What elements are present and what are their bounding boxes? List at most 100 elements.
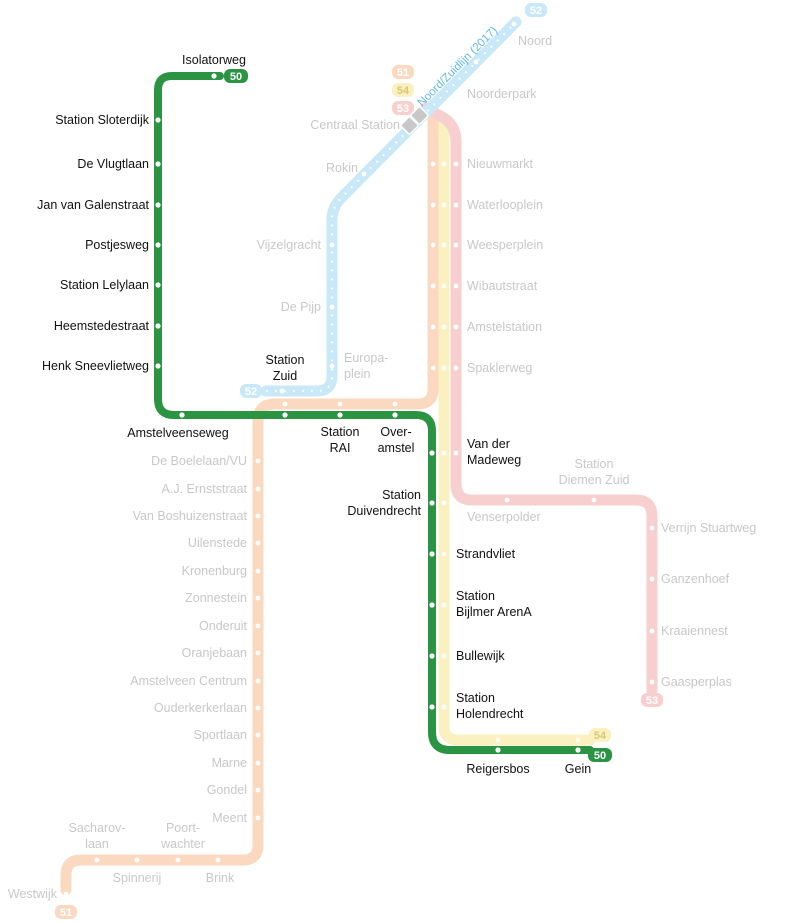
station-label-vandermadeweg-line2: Madeweg [467, 453, 521, 467]
line-53-badge-centraal: 53 [392, 101, 414, 115]
line-53-badge-label: 53 [397, 103, 409, 115]
station-dot [155, 323, 161, 329]
line-53-route [420, 102, 658, 696]
station-dot [441, 450, 447, 456]
station-dot [211, 73, 217, 79]
station-dot [155, 282, 161, 288]
line-50-badge-label: 50 [594, 750, 606, 762]
station-label-sacharovlaan-line2: laan [85, 837, 109, 851]
station-dot [495, 737, 501, 743]
station-label-rokin: Rokin [326, 161, 358, 175]
station-dot [649, 679, 655, 685]
station-dot [255, 623, 261, 629]
station-label-duivendrecht-line1: Station [382, 488, 421, 502]
station-dot [575, 737, 581, 743]
station-label-noord: Noord [518, 34, 552, 48]
station-label-gondel: Gondel [207, 783, 247, 797]
station-label-oranjebaan: Oranjebaan [182, 646, 247, 660]
station-dot [453, 202, 459, 208]
station-label-gein: Gein [565, 762, 591, 776]
station-dot [255, 540, 261, 546]
station-dot [453, 283, 459, 289]
station-label-vijzelgracht: Vijzelgracht [257, 238, 322, 252]
station-dot [255, 650, 261, 656]
station-dot [441, 551, 447, 557]
line-51-badge-label: 51 [60, 907, 72, 919]
station-label-europaplein-line1: Europa- [344, 351, 388, 365]
station-dot [649, 576, 655, 582]
station-dot [591, 497, 597, 503]
station-label-poortwachter-line2: wachter [160, 837, 205, 851]
station-dot [430, 283, 436, 289]
line-50-route [154, 72, 594, 754]
station-label-zuid-line2: Zuid [273, 369, 297, 383]
line-51-badge-label: 51 [397, 67, 409, 79]
station-dot [504, 497, 510, 503]
station-dot [337, 412, 343, 418]
station-label-heemstedestraat: Heemstedestraat [54, 319, 150, 333]
station-dot [255, 705, 261, 711]
station-dot [429, 551, 435, 557]
station-label-holendrecht-line1: Station [456, 691, 495, 705]
station-label-strandvliet: Strandvliet [456, 547, 516, 561]
station-label-lelylaan: Station Lelylaan [60, 278, 149, 292]
station-label-wibautstraat: Wibautstraat [467, 279, 538, 293]
station-dot [155, 202, 161, 208]
station-dot [255, 760, 261, 766]
station-label-galenstraat: Jan van Galenstraat [37, 198, 149, 212]
station-dot [255, 815, 261, 821]
line-50-badge-isolatorweg: 50 [224, 69, 248, 83]
station-label-holendrecht-line2: Holendrecht [456, 707, 524, 721]
station-dot [441, 653, 447, 659]
line-52-dashes [266, 21, 517, 393]
station-label-sportlaan: Sportlaan [193, 728, 247, 742]
station-dot [255, 486, 261, 492]
station-dot [429, 704, 435, 710]
station-dot [255, 513, 261, 519]
centraal-interchange-marker [400, 106, 429, 135]
station-dot [441, 602, 447, 608]
line-50-badge-gein: 50 [588, 748, 612, 762]
station-dot [441, 161, 447, 167]
station-dot [453, 242, 459, 248]
station-label-onderuit: Onderuit [199, 619, 247, 633]
station-dot [279, 388, 285, 394]
station-label-westwijk: Westwijk [8, 887, 58, 901]
station-label-depijp: De Pijp [281, 300, 321, 314]
station-label-ernststraat: A.J. Ernststraat [162, 482, 248, 496]
line-52-badge-label: 52 [245, 386, 257, 398]
station-dot [361, 171, 367, 177]
station-label-bullewijk: Bullewijk [456, 649, 505, 663]
station-dot [255, 732, 261, 738]
line-53-badge-gaasperplas: 53 [641, 693, 663, 707]
station-dot [429, 450, 435, 456]
line-50-badge-label: 50 [230, 71, 242, 83]
station-label-verrijn: Verrijn Stuartweg [661, 521, 756, 535]
station-label-sloterdijk: Station Sloterdijk [55, 113, 150, 127]
station-label-waterlooplein: Waterlooplein [467, 198, 543, 212]
station-dot [649, 525, 655, 531]
station-dot [430, 202, 436, 208]
station-label-bijlmer-line1: Station [456, 589, 495, 603]
station-label-boshuizenstraat: Van Boshuizenstraat [133, 509, 248, 523]
station-label-marne: Marne [212, 756, 247, 770]
station-label-boelelaan: De Boelelaan/VU [151, 454, 247, 468]
station-dot [255, 595, 261, 601]
station-label-gaasperplas: Gaasperplas [661, 675, 732, 689]
station-dot [282, 401, 288, 407]
station-dot [649, 628, 655, 634]
line-54-badge-label: 54 [594, 730, 607, 742]
station-dot [155, 363, 161, 369]
station-dot [155, 161, 161, 167]
station-dot [392, 401, 398, 407]
station-dot [175, 857, 181, 863]
line-51-badge-centraal: 51 [392, 65, 414, 79]
station-dot [329, 304, 335, 310]
line-54-badge-centraal: 54 [392, 83, 414, 97]
station-dot [441, 242, 447, 248]
station-label-amstelveenseweg: Amstelveenseweg [127, 426, 228, 440]
station-dot [429, 500, 435, 506]
line-51-route [60, 114, 439, 896]
station-dot [215, 857, 221, 863]
